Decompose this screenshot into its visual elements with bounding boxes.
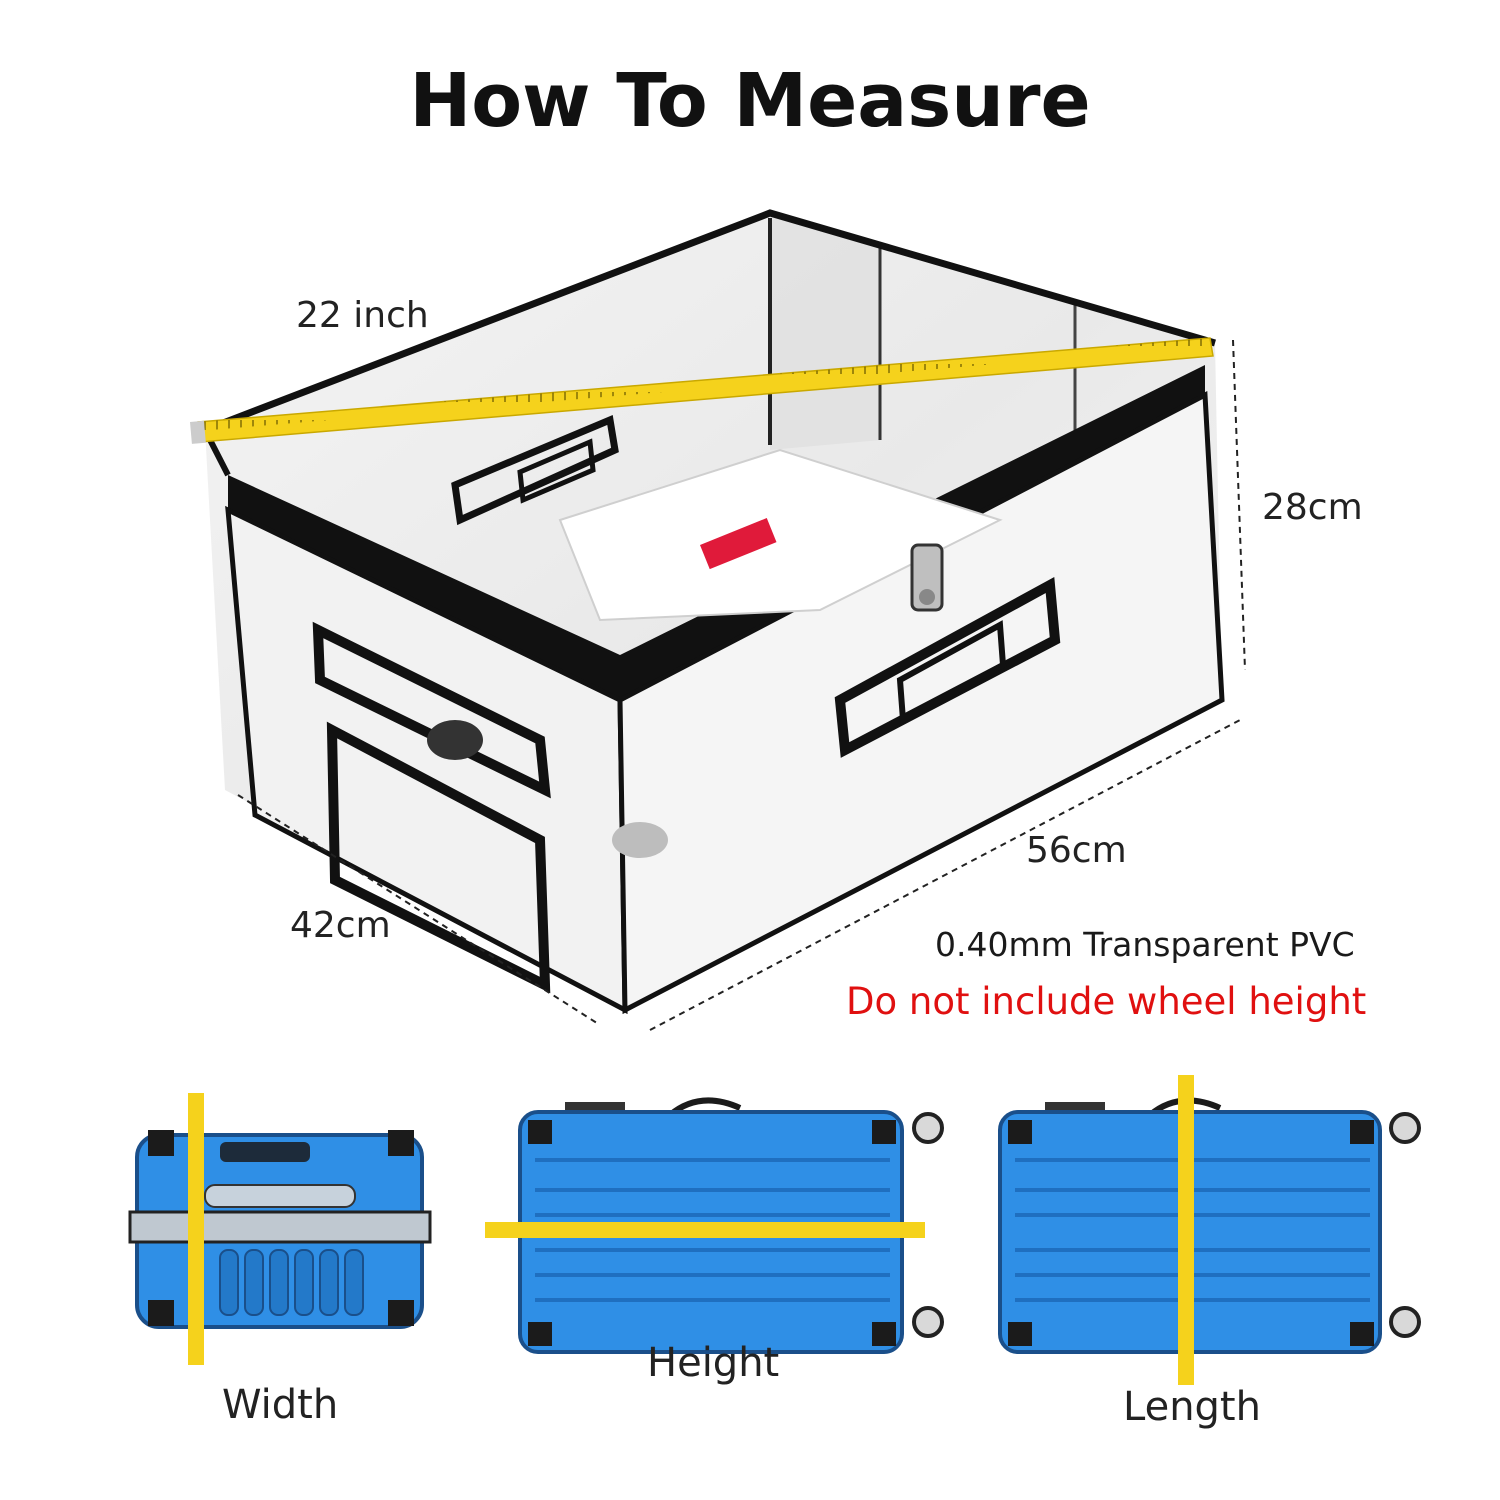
dimension-lines: [237, 339, 1246, 1031]
suitcase-height: [485, 1097, 944, 1354]
material-spec: 0.40mm Transparent PVC: [935, 925, 1355, 964]
length-dimension-label: 56cm: [1026, 830, 1127, 871]
caption-length: Length: [1123, 1384, 1261, 1430]
wheel-height-warning: Do not include wheel height: [846, 980, 1367, 1023]
suitcase-length: [998, 1075, 1421, 1385]
width-dimension-label: 42cm: [290, 905, 391, 946]
height-dimension-label: 28cm: [1262, 487, 1363, 528]
measuring-tape: [190, 337, 1214, 444]
tape-length-label: 22 inch: [296, 295, 429, 336]
storage-box: [202, 209, 1225, 1015]
caption-width: Width: [222, 1382, 339, 1428]
caption-height: Height: [647, 1340, 780, 1386]
suitcase-width: [128, 1093, 432, 1365]
page-title: How To Measure: [409, 58, 1091, 144]
